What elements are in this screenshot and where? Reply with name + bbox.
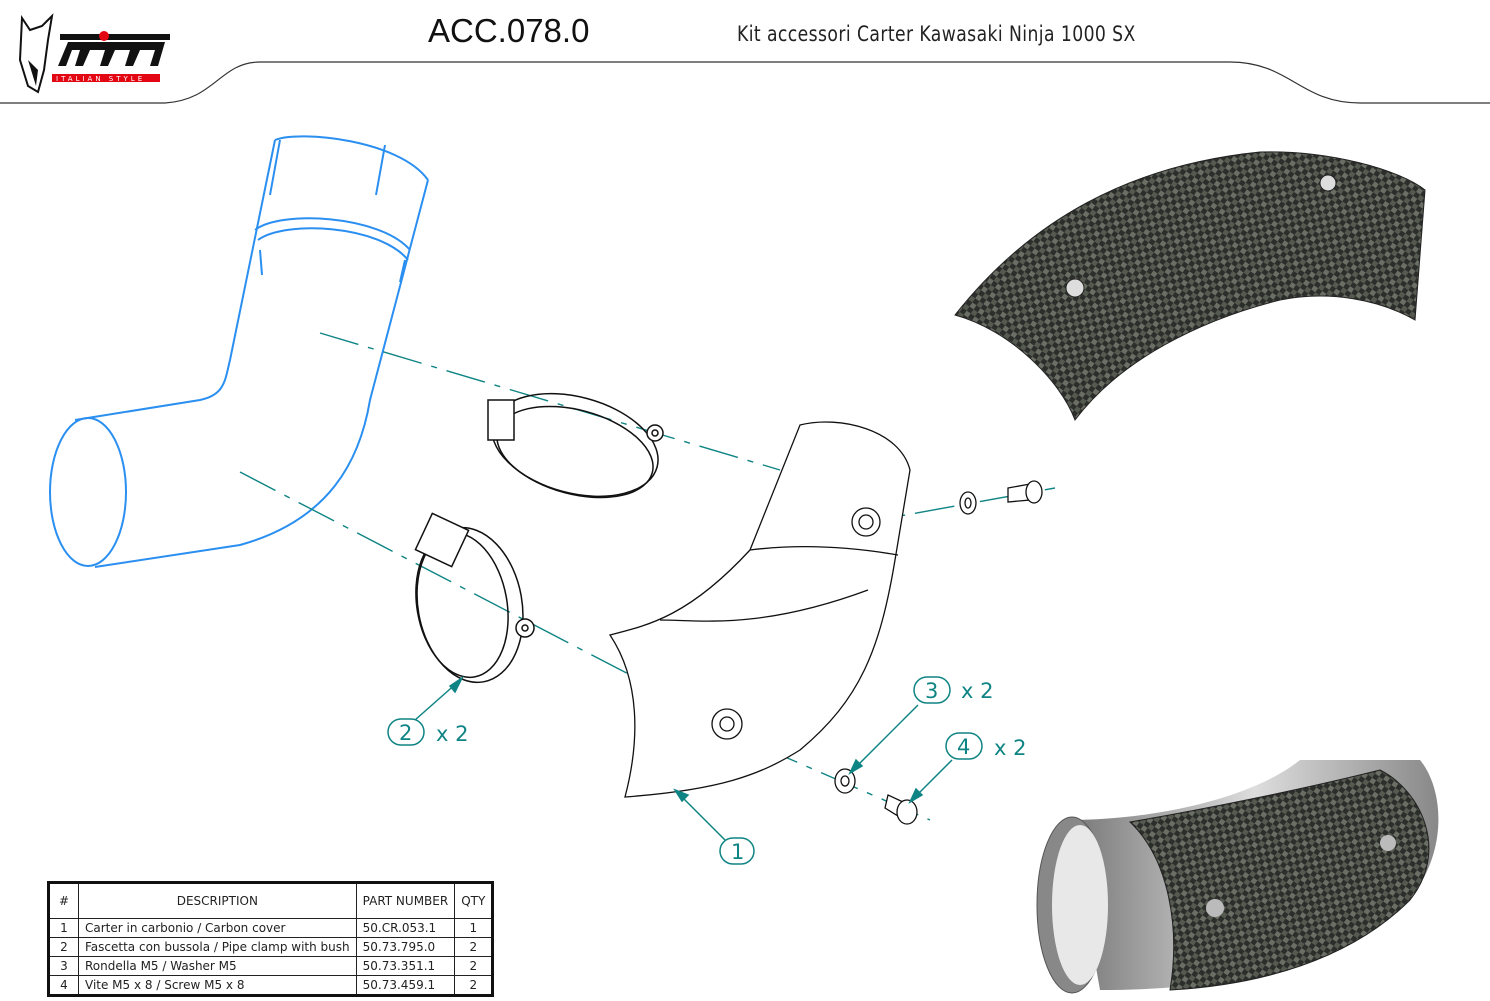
assembled-pipe-render [1036, 760, 1439, 994]
svg-text:2: 2 [399, 721, 412, 745]
carbon-cover-outline [608, 421, 911, 798]
callout-3: 3 x 2 [913, 676, 993, 704]
mivv-logo: ITALIAN STYLE [18, 13, 170, 94]
column-header: PART NUMBER [355, 882, 456, 919]
kit-title: Kit accessori Carter Kawasaki Ninja 1000… [737, 22, 1136, 46]
column-header: # [48, 882, 79, 919]
cell-description: Vite M5 x 8 / Screw M5 x 8 [78, 975, 357, 996]
pipe-clamp-lower [414, 512, 535, 684]
exhaust-pipe-outline [49, 135, 429, 568]
helmet-icon [18, 13, 54, 94]
svg-text:4: 4 [957, 735, 970, 759]
cell-description: Rondella M5 / Washer M5 [78, 956, 357, 976]
svg-text:ITALIAN STYLE: ITALIAN STYLE [56, 75, 145, 83]
svg-text:x 2: x 2 [994, 736, 1026, 760]
callout-4: 4 x 2 [945, 732, 1026, 760]
cell-description: Fascetta con bussola / Pipe clamp with b… [78, 937, 357, 957]
cell-qty: 2 [454, 937, 494, 957]
cell-number: 2 [48, 937, 79, 957]
screw-lower [884, 794, 918, 825]
cell-part-number: 50.73.795.0 [355, 937, 456, 957]
cell-part-number: 50.73.459.1 [355, 975, 456, 996]
svg-text:x 2: x 2 [436, 722, 468, 746]
cell-number: 3 [48, 956, 79, 976]
cell-number: 1 [48, 918, 79, 938]
cell-part-number: 50.CR.053.1 [355, 918, 456, 938]
callout-2: 2 x 2 [387, 718, 468, 746]
washer-lower [834, 768, 856, 794]
callout-leaders [414, 675, 953, 841]
svg-text:x 2: x 2 [961, 679, 993, 703]
washer-upper [959, 491, 977, 515]
callout-1: 1 [719, 837, 755, 865]
part-code: ACC.078.0 [428, 12, 590, 49]
column-header: QTY [454, 882, 494, 919]
cell-part-number: 50.73.351.1 [355, 956, 456, 976]
cell-qty: 1 [454, 918, 494, 938]
cell-qty: 2 [454, 956, 494, 976]
svg-text:3: 3 [925, 679, 938, 703]
column-header: DESCRIPTION [78, 882, 357, 919]
screw-upper [1007, 480, 1043, 504]
svg-text:1: 1 [731, 840, 744, 864]
header-divider [0, 61, 1490, 104]
cell-qty: 2 [454, 975, 494, 996]
carbon-cover-render [954, 151, 1426, 422]
table-header-row: # DESCRIPTION PART NUMBER QTY [48, 882, 494, 919]
cell-number: 4 [48, 975, 79, 996]
pipe-clamp-upper [487, 392, 664, 499]
cell-description: Carter in carbonio / Carbon cover [78, 918, 357, 938]
